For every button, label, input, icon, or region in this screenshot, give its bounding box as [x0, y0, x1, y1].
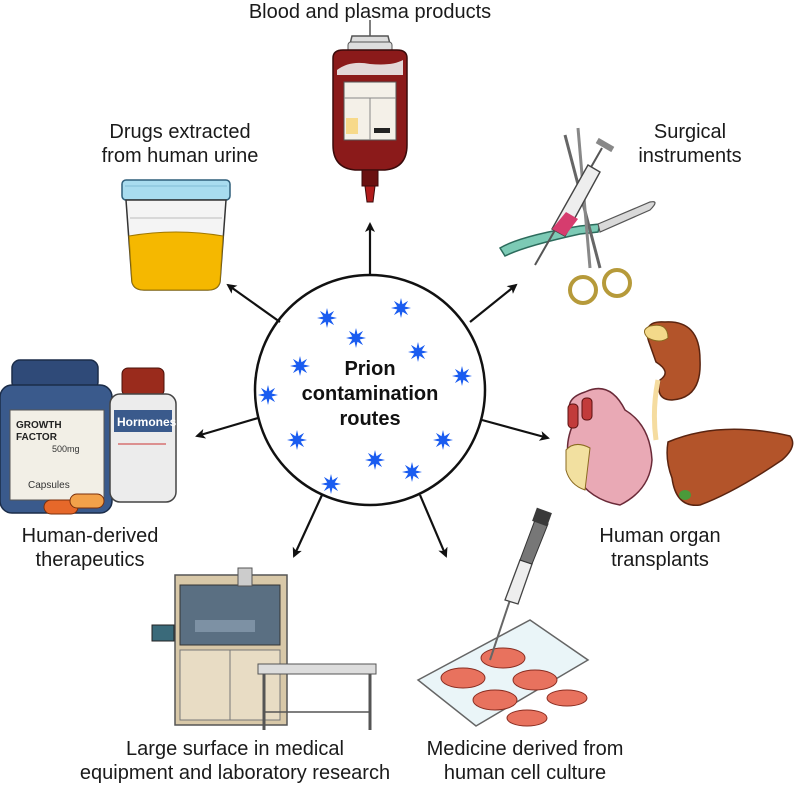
- prion-particle-icon: [408, 342, 428, 362]
- prion-particles: [258, 298, 472, 494]
- label-equipment-line-2: equipment and laboratory research: [79, 762, 391, 784]
- drug-bottles-icon: GROWTH FACTOR 500mg Capsules Hormones: [0, 359, 177, 515]
- label-cellculture-line-2: human cell culture: [443, 762, 607, 784]
- label-equipment-line-1: Large surface in medical: [126, 738, 344, 760]
- prion-particle-icon: [365, 450, 385, 470]
- prion-particle-icon: [287, 430, 307, 450]
- lab-machine-icon: [151, 567, 377, 730]
- label-blood: Blood and plasma products: [220, 0, 520, 24]
- center-title-line-1: Prion: [344, 358, 396, 380]
- hormones-text: Hormones: [117, 415, 177, 429]
- label-organs-line-2: transplants: [611, 549, 709, 571]
- prion-particle-icon: [346, 328, 366, 348]
- capsules-text: Capsules: [28, 480, 70, 491]
- arrows: [195, 222, 550, 558]
- prion-particle-icon: [391, 298, 411, 318]
- arrow-equipment: [292, 494, 323, 558]
- label-therapeutics-line-2: therapeutics: [35, 549, 145, 571]
- label-urine-line-2: from human urine: [101, 145, 259, 167]
- arrow-therapeutics: [195, 416, 259, 439]
- label-cellculture: Medicine derived from human cell culture: [405, 737, 645, 785]
- arrow-urine: [226, 283, 281, 323]
- label-blood-line-1: Blood and plasma products: [248, 1, 492, 23]
- label-therapeutics-line-1: Human-derived: [21, 525, 159, 547]
- prion-particle-icon: [452, 366, 472, 386]
- prion-particle-icon: [258, 385, 278, 405]
- pipette-dishes-icon: [416, 507, 590, 727]
- growth-text-2: FACTOR: [16, 432, 58, 443]
- arrow-organs: [481, 418, 550, 441]
- arrow-surgical: [469, 283, 518, 323]
- prion-particle-icon: [433, 430, 453, 450]
- dose-text: 500mg: [52, 444, 80, 454]
- growth-text-1: GROWTH: [16, 420, 62, 431]
- label-therapeutics: Human-derived therapeutics: [0, 524, 180, 572]
- center-title-line-3: routes: [339, 408, 401, 430]
- label-surgical-line-2: instruments: [638, 145, 742, 167]
- label-urine-line-1: Drugs extracted: [109, 121, 251, 143]
- label-organs-line-1: Human organ: [599, 525, 721, 547]
- surgical-tools-icon: [498, 127, 656, 305]
- prion-particle-icon: [402, 462, 422, 482]
- label-organs: Human organ transplants: [580, 524, 740, 572]
- center-title: Prion contamination routes: [285, 357, 455, 432]
- prion-particle-icon: [321, 474, 341, 494]
- blood-bag-icon: [332, 20, 408, 203]
- arrow-cellculture: [418, 494, 448, 558]
- urine-cup-icon: [121, 179, 231, 291]
- label-equipment: Large surface in medical equipment and l…: [75, 737, 395, 785]
- prion-particle-icon: [290, 356, 310, 376]
- label-urine: Drugs extracted from human urine: [80, 120, 280, 168]
- label-surgical-line-1: Surgical: [653, 121, 727, 143]
- organs-icon: [565, 321, 794, 506]
- label-cellculture-line-1: Medicine derived from: [426, 738, 624, 760]
- label-surgical: Surgical instruments: [620, 120, 760, 168]
- prion-particle-icon: [317, 308, 337, 328]
- center-title-line-2: contamination: [301, 383, 439, 405]
